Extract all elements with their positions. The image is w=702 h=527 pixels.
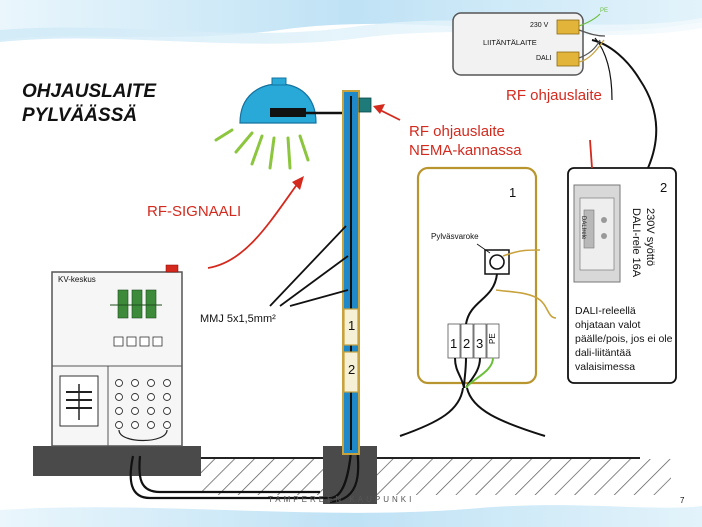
rf-nema-label-line2: NEMA-kannassa (409, 142, 522, 159)
ballast-unit (452, 12, 606, 76)
rf-signal-label: RF-SIGNAALI (147, 203, 242, 220)
relay-label-line2: DALI-rele 16A (630, 208, 642, 278)
junction-box-1 (399, 166, 557, 437)
rf-nema-arrow (373, 104, 401, 121)
cable-pointer (269, 225, 349, 307)
box2-number: 2 (660, 180, 668, 195)
ballast-pe-label: PE (600, 8, 609, 14)
cable-label: MMJ 5x1,5mm² (200, 313, 276, 325)
relay-box-2 (567, 37, 677, 384)
kv-keskus-cabinet (51, 264, 183, 447)
pole-slot-2: 2 (348, 362, 356, 377)
pole-fuse-label: Pylväsvaroke (431, 232, 479, 241)
pole-slot-1: 1 (348, 318, 356, 333)
relay-label-line1: 230V syöttö (644, 208, 656, 267)
terminal-2: 2 (463, 336, 471, 351)
page-number: 7 (680, 496, 685, 505)
box1-number: 1 (509, 185, 517, 200)
rf-signal-arrow (207, 176, 304, 269)
terminal-1: 1 (450, 336, 458, 351)
dali-note: DALI-releellä ohjataan valot päälle/pois… (575, 305, 673, 373)
ballast-label: LIITÄNTÄLAITE (483, 38, 537, 47)
terminal-pe: PE (488, 333, 497, 344)
terminal-3: 3 (476, 336, 484, 351)
ballast-dali-label: DALI (536, 55, 552, 62)
footer-wave (0, 505, 702, 527)
kv-keskus-label: KV-keskus (58, 275, 96, 284)
footer-organisation: TAMPEREEN KAUPUNKI (268, 495, 415, 504)
street-lamp (214, 77, 345, 170)
ballast-230v-label: 230 V (530, 22, 549, 29)
rf-device-label: RF ohjauslaite (506, 87, 602, 104)
pole (342, 90, 372, 455)
relay-brand: DALIrele (580, 216, 586, 240)
rf-nema-label-line1: RF ohjauslaite (409, 123, 505, 140)
slide-title-line1: OHJAUSLAITE (22, 81, 157, 102)
slide-title-line2: PYLVÄÄSSÄ (22, 105, 138, 126)
header-wave (0, 0, 702, 44)
